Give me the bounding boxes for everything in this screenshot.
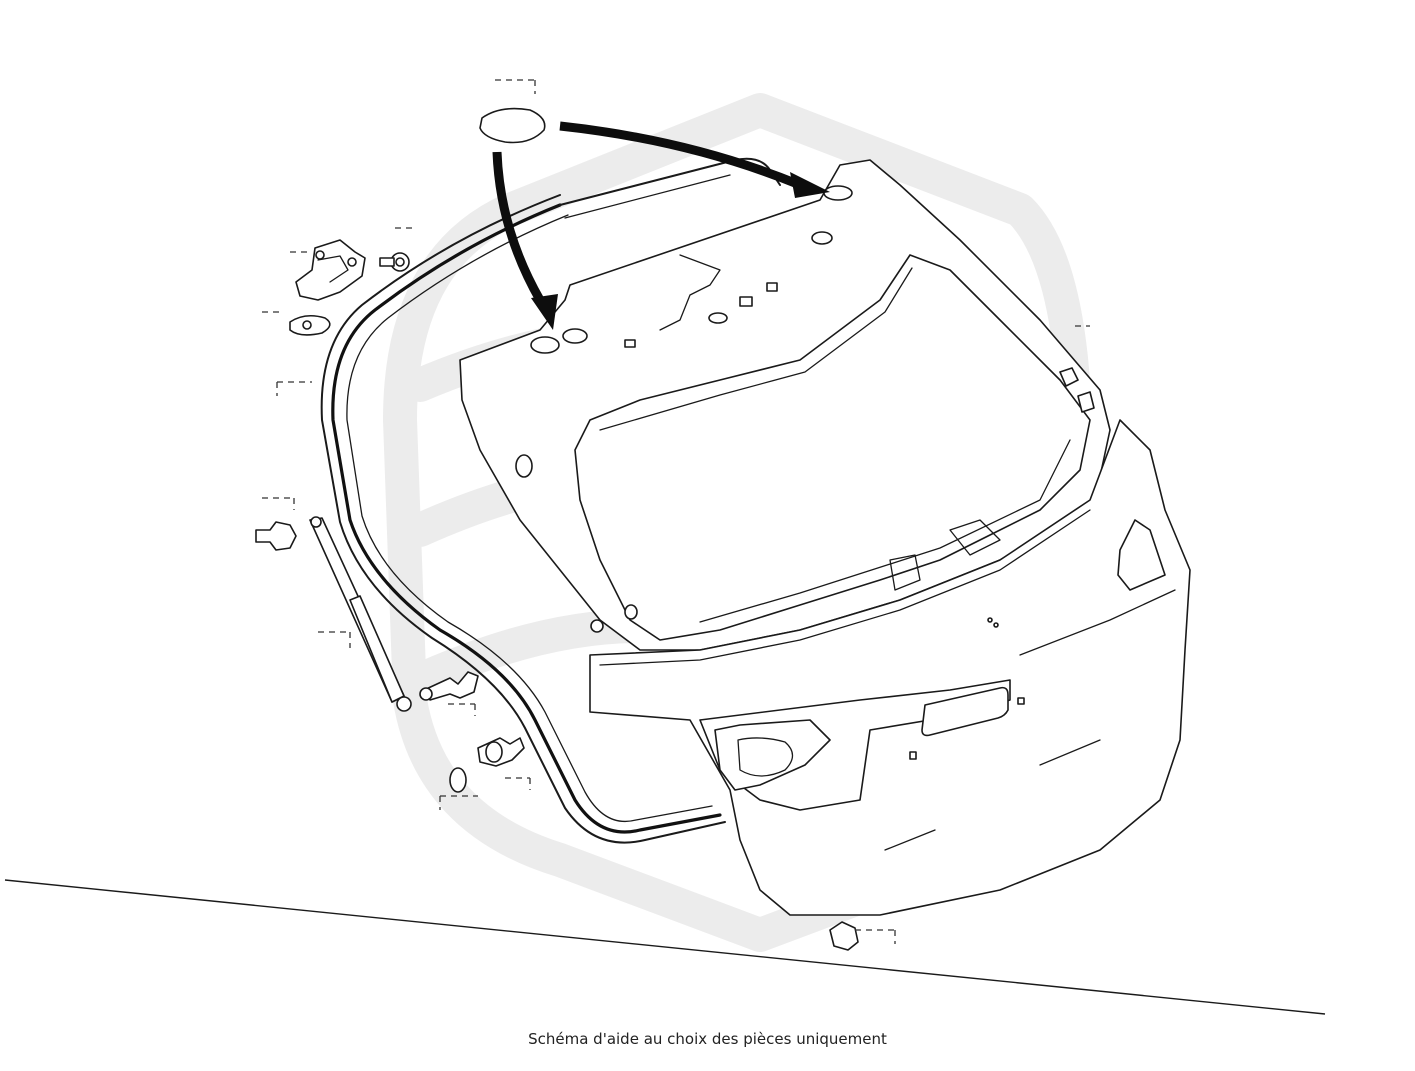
label-placeholder <box>276 381 312 396</box>
diagram-caption: Schéma d'aide au choix des pièces unique… <box>528 1030 887 1048</box>
ball-stud-part <box>419 671 479 716</box>
hinge-bolt-part <box>379 227 415 272</box>
gas-strut-part <box>309 516 412 712</box>
hinge-bracket-part <box>290 239 366 301</box>
emblem-plug-part <box>479 79 546 144</box>
tailgate-inner-frame <box>459 159 1111 651</box>
callout-arrows <box>492 121 830 330</box>
bottom-cap-part <box>829 921 896 951</box>
tailgate-outer-panel <box>589 419 1191 916</box>
washer-part <box>262 311 331 336</box>
rubber-stop-part <box>477 737 531 790</box>
bump-stop-part <box>255 497 297 551</box>
ground-line <box>4 879 1326 1015</box>
grommet-part <box>439 767 478 810</box>
